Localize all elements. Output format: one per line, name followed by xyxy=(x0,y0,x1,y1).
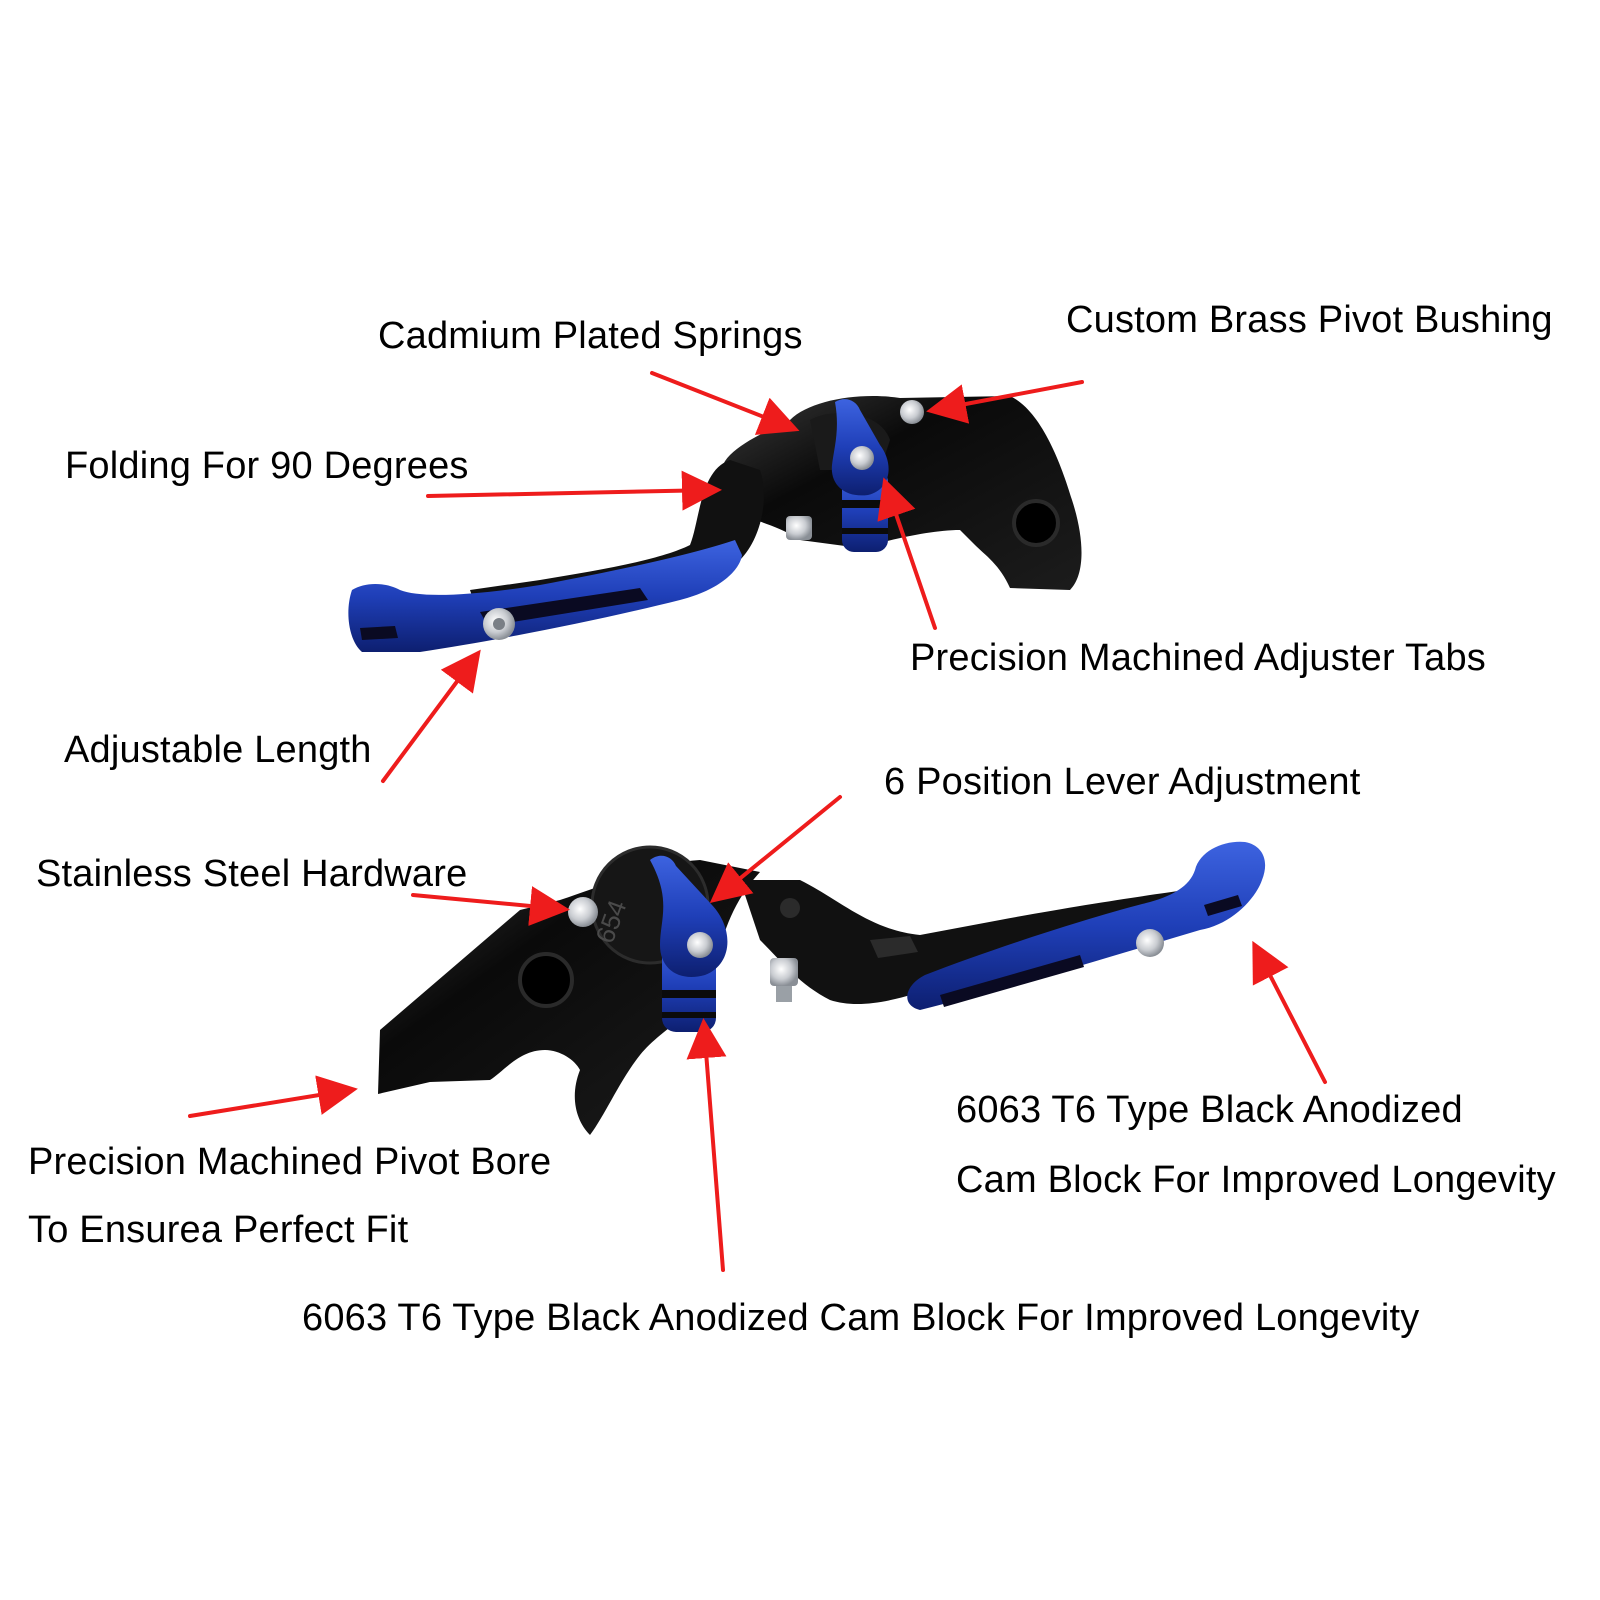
top-lever-blade-blue xyxy=(348,540,742,652)
arrow-pivot-bore xyxy=(188,1075,358,1118)
callout-pivot-bore-line1: Precision Machined Pivot Bore xyxy=(28,1141,552,1183)
callout-adjuster-tabs: Precision Machined Adjuster Tabs xyxy=(910,637,1487,679)
bottom-lever-blade-blue xyxy=(907,841,1266,1010)
arrow-lever-adjustment xyxy=(709,795,842,904)
arrow-stainless-hardware xyxy=(411,886,570,926)
bottom-lever: 654 xyxy=(378,841,1266,1135)
arrow-adjuster-tabs xyxy=(877,477,937,630)
top-lever xyxy=(348,396,1082,652)
arrow-cam-block-bottom xyxy=(686,1018,727,1272)
callout-cam-block-right-line2: Cam Block For Improved Longevity xyxy=(956,1159,1556,1201)
arrow-cadmium-springs xyxy=(650,371,800,435)
top-lever-hex-nut xyxy=(786,516,812,540)
top-lever-blade-slot xyxy=(480,588,648,626)
top-lever-tip-slot xyxy=(360,626,398,640)
bottom-lever-pivot-hole xyxy=(518,952,574,1008)
callout-adjustable-length: Adjustable Length xyxy=(64,729,372,771)
top-lever-pivot-bushing-screw xyxy=(900,400,924,424)
bottom-lever-blade-slot xyxy=(940,955,1084,1007)
arrow-folding xyxy=(426,470,722,511)
callout-cadmium-springs: Cadmium Plated Springs xyxy=(378,315,803,357)
callout-folding: Folding For 90 Degrees xyxy=(65,445,469,487)
arrow-brass-bushing xyxy=(926,380,1084,424)
callout-cam-block-right-line1: 6063 T6 Type Black Anodized xyxy=(956,1089,1463,1131)
callout-lever-adjustment: 6 Position Lever Adjustment xyxy=(884,761,1361,803)
bottom-lever-arm-black xyxy=(740,880,1185,1005)
bottom-lever-length-screw xyxy=(1136,929,1164,957)
callout-stainless-hardware: Stainless Steel Hardware xyxy=(36,853,468,895)
callout-pivot-bore-line2: To Ensurea Perfect Fit xyxy=(28,1209,409,1251)
bottom-lever-hex-nut xyxy=(770,958,798,986)
arrow-adjustable-length xyxy=(381,649,481,783)
callout-cam-block-bottom: 6063 T6 Type Black Anodized Cam Block Fo… xyxy=(302,1297,1420,1339)
top-lever-bracket xyxy=(718,396,1082,590)
bottom-lever-tip-slot xyxy=(1204,895,1242,916)
top-lever-pivot-hole xyxy=(1012,499,1060,547)
callout-arrows xyxy=(188,371,1327,1272)
arrow-cam-block-right xyxy=(1252,940,1327,1084)
bottom-lever-stainless-screw xyxy=(568,897,598,927)
callout-brass-bushing: Custom Brass Pivot Bushing xyxy=(1066,299,1553,341)
